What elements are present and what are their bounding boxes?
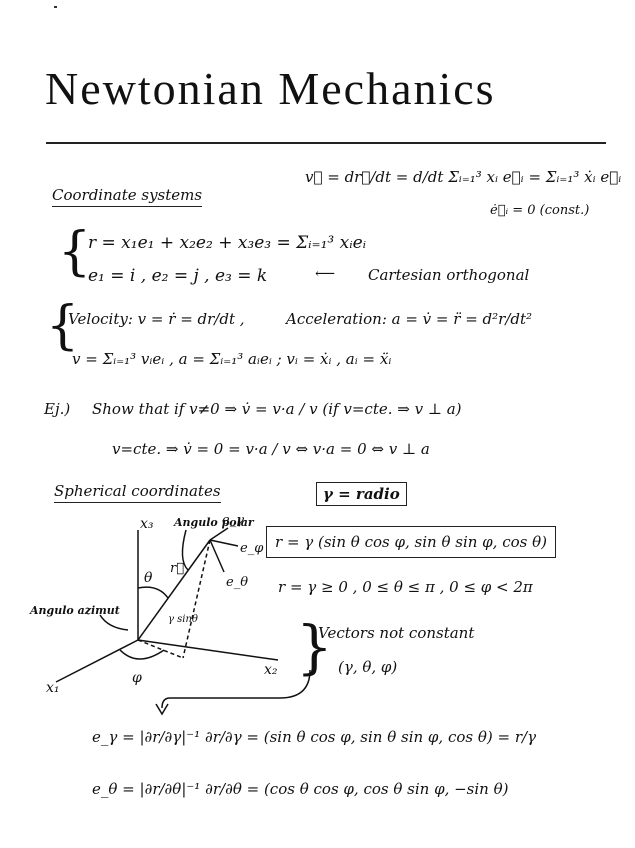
axis-x1 [55,639,139,683]
label-polar-angle: Angulo polar [173,516,255,529]
label-e-phi: e_φ [240,541,264,556]
position-vector: r = x₁e₁ + x₂e₂ + x₃e₃ = Σᵢ₌₁³ xᵢeᵢ [88,233,367,253]
basis-constant-note: ė⃗ᵢ = 0 (const.) [490,203,590,218]
label-r-sin-theta: γ sinθ [168,614,198,625]
azimuth-pointer [99,614,129,631]
label-theta: θ [144,570,153,586]
velocity-definition: v⃗ = dr⃗/dt = d/dt Σᵢ₌₁³ xᵢ e⃗ᵢ = Σᵢ₌₁³ … [305,168,622,186]
polar-pointer [181,529,189,571]
unit-vector-e-gamma: e_γ = |∂r/∂γ|⁻¹ ∂r/∂γ = (sin θ cos φ, si… [92,728,537,746]
brace-vectors: } [296,613,333,681]
cartesian-basis: e₁ = i , e₂ = j , e₃ = k [88,266,268,286]
title-underline [46,142,606,144]
cartesian-label: Cartesian orthogonal [368,266,530,284]
page-title: Newtonian Mechanics [45,63,496,114]
theta-arc [137,586,169,599]
coordinate-systems-heading: Coordinate systems [52,186,203,207]
example-line-1: Show that if v≠0 ⇒ v̇ = v·a / v (if v=ct… [92,400,462,418]
label-e-theta: e_θ [226,575,248,590]
e-theta-arrow [209,539,225,573]
cartesian-arrow: ⟵ [315,266,336,282]
unit-vector-e-theta: e_θ = |∂r/∂θ|⁻¹ ∂r/∂θ = (cos θ cos φ, co… [92,780,509,798]
connector-arrow [155,669,311,716]
e-gamma-arrow [209,527,229,541]
label-azimuth-angle: Angulo azimut [29,604,120,617]
label-x2: x₂ [264,662,278,678]
spherical-tuple: (γ, θ, φ) [338,658,398,676]
label-phi: φ [132,670,142,686]
example-line-2: v=cte. ⇒ v̇ = 0 = v·a / v ⇔ v·a = 0 ⇔ v … [112,440,430,458]
label-e-gamma: e_γ [222,513,244,528]
stray-mark [54,6,57,8]
label-r-vector: r⃗ [170,561,184,576]
spherical-coordinates-diagram: x₃ x₂ x₁ e_γ e_φ e_θ θ φ r⃗ γ sinθ Angul… [29,513,279,696]
position-spherical: r = γ (sin θ cos φ, sin θ sin φ, cos θ) [266,526,556,558]
vectors-not-constant: Vectors not constant [318,624,475,642]
brace-kinematics: { [46,296,80,356]
components-line: v = Σᵢ₌₁³ vᵢeᵢ , a = Σᵢ₌₁³ aᵢeᵢ ; vᵢ = ẋ… [72,350,392,368]
example-label: Ej.) [44,400,71,418]
velocity-line: Velocity: v = ṙ = dr/dt , [68,310,245,328]
acceleration-line: Acceleration: a = v̇ = r̈ = d²r/dt² [286,310,533,328]
projection-floor [137,639,184,659]
spherical-heading: Spherical coordinates [54,482,221,503]
position-vector-arrow [137,539,211,641]
phi-arc [119,649,165,660]
axis-x2 [137,639,279,661]
spherical-ranges: r = γ ≥ 0 , 0 ≤ θ ≤ π , 0 ≤ φ < 2π [278,578,533,596]
projection-line [182,539,211,659]
brace-position: { [58,222,92,282]
label-x3: x₃ [140,516,154,532]
gamma-radius-note: γ = radio [316,482,407,506]
e-phi-arrow [209,539,239,547]
label-x1: x₁ [46,680,60,696]
